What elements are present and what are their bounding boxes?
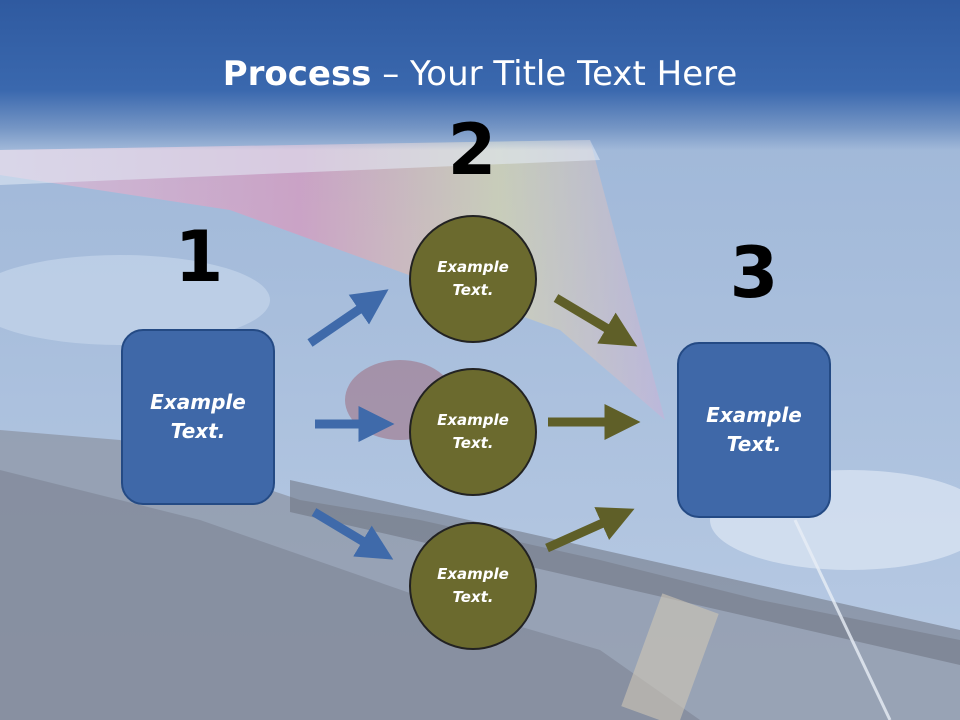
step-number-2: 2 bbox=[447, 109, 497, 191]
header-band bbox=[0, 0, 960, 150]
circle-middle[interactable]: Example Text. bbox=[409, 368, 537, 496]
step-3-box[interactable]: Example Text. bbox=[677, 342, 831, 518]
arrow-blue-down bbox=[311, 508, 394, 560]
title-rest: – Your Title Text Here bbox=[371, 54, 738, 94]
circle-top[interactable]: Example Text. bbox=[409, 215, 537, 343]
circle-bottom[interactable]: Example Text. bbox=[409, 522, 537, 650]
step-number-1: 1 bbox=[174, 216, 224, 298]
title-bold: Process bbox=[222, 54, 372, 94]
circle-top-label: Example Text. bbox=[437, 258, 509, 299]
arrow-blue-up bbox=[307, 289, 389, 347]
arrow-olive-up bbox=[545, 507, 635, 553]
arrow-olive-down bbox=[553, 294, 638, 347]
step-1-box-label: Example Text. bbox=[150, 390, 246, 443]
circle-bottom-label: Example Text. bbox=[437, 565, 509, 606]
step-3-box-label: Example Text. bbox=[706, 403, 802, 456]
step-number-3: 3 bbox=[729, 232, 779, 314]
step-1-box[interactable]: Example Text. bbox=[121, 329, 275, 505]
circle-middle-label: Example Text. bbox=[437, 411, 509, 452]
slide-title: Process – Your Title Text Here bbox=[0, 52, 960, 96]
